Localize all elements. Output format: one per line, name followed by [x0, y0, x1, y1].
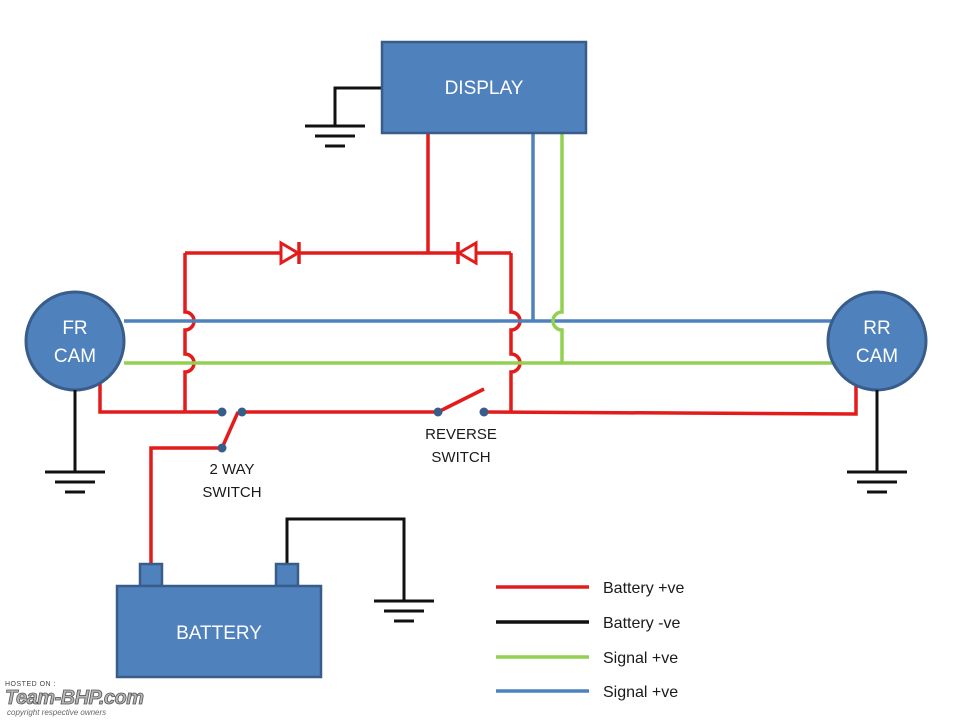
rr-cam-label-line2: CAM [856, 346, 898, 367]
battery-positive-wiring [98, 133, 858, 564]
watermark-hosted: HOSTED ON : [5, 681, 57, 688]
watermark-brand: Team-BHP.com [5, 687, 145, 710]
rr-cam [826, 290, 928, 392]
fr-cam-label-line2: CAM [54, 346, 96, 367]
watermark: HOSTED ON : Team-BHP.com copyright respe… [5, 681, 195, 717]
display-box [380, 40, 588, 135]
two-way-switch-label-line1: 2 WAY [209, 461, 254, 478]
display-ground-symbol [305, 124, 365, 148]
display-ground-wire [333, 86, 382, 126]
battery-box [115, 584, 323, 679]
blue-signal-wiring [124, 133, 832, 323]
two-way-switch-label-line2: SWITCH [202, 484, 261, 501]
legend-label-1: Battery -ve [603, 615, 680, 632]
fr-cam-ground [45, 390, 105, 494]
diode-left [279, 240, 301, 266]
display-label: DISPLAY [445, 78, 524, 99]
battery-negative-terminal [274, 562, 300, 588]
watermark-copyright: copyright respective owners [7, 708, 107, 717]
reverse-switch-label-line1: REVERSE [425, 426, 497, 443]
two-way-switch [217, 407, 247, 453]
battery-positive-terminal [138, 562, 164, 588]
battery-negative-wiring [285, 517, 406, 601]
battery-ground-symbol [374, 599, 434, 623]
fr-cam-label-line1: FR [62, 318, 87, 339]
legend-label-3: Signal +ve [603, 684, 678, 701]
legend-label-0: Battery +ve [603, 580, 684, 597]
rr-cam-ground [847, 390, 907, 494]
fr-cam [24, 290, 126, 392]
diode-right [456, 240, 478, 266]
legend-label-2: Signal +ve [603, 650, 678, 667]
battery-label: BATTERY [176, 623, 262, 644]
green-signal-wiring [124, 133, 832, 365]
rr-cam-label-line1: RR [863, 318, 890, 339]
reverse-switch-label-line2: SWITCH [431, 449, 490, 466]
reverse-switch [433, 387, 489, 417]
